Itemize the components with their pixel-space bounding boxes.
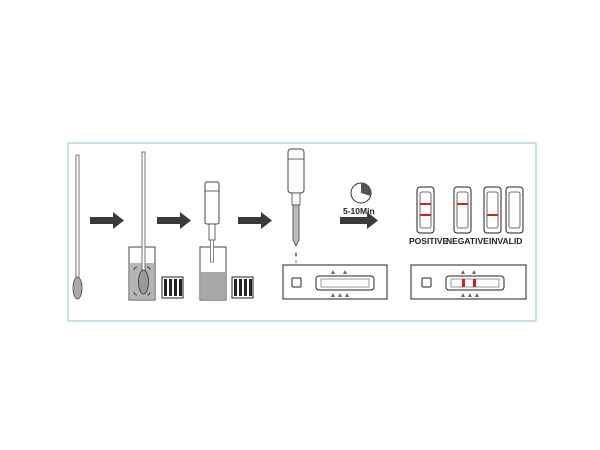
result-strip-invalid-2 [505,186,524,234]
result-strip-positive [416,186,435,234]
timer-icon [350,182,372,204]
result-cassette [410,264,527,300]
dropper [287,148,305,264]
result-strip-invalid-1 [483,186,502,234]
label-negative: NEGATIVE [446,236,489,246]
tube-with-swab [128,151,156,301]
arrow-right-icon [157,212,191,229]
arrow-right-icon [238,212,272,229]
arrow-right-icon [340,212,378,229]
result-strip-negative [453,186,472,234]
label-positive: POSITIVE [409,236,449,246]
tube-rack [231,276,254,299]
arrow-right-icon [90,212,124,229]
timer-label: 5-10Min [343,206,375,216]
label-invalid: INVALID [489,236,522,246]
swab [72,154,83,300]
tube-with-dropper-cap [199,181,227,301]
tube-rack [161,276,184,299]
test-cassette [282,264,388,300]
